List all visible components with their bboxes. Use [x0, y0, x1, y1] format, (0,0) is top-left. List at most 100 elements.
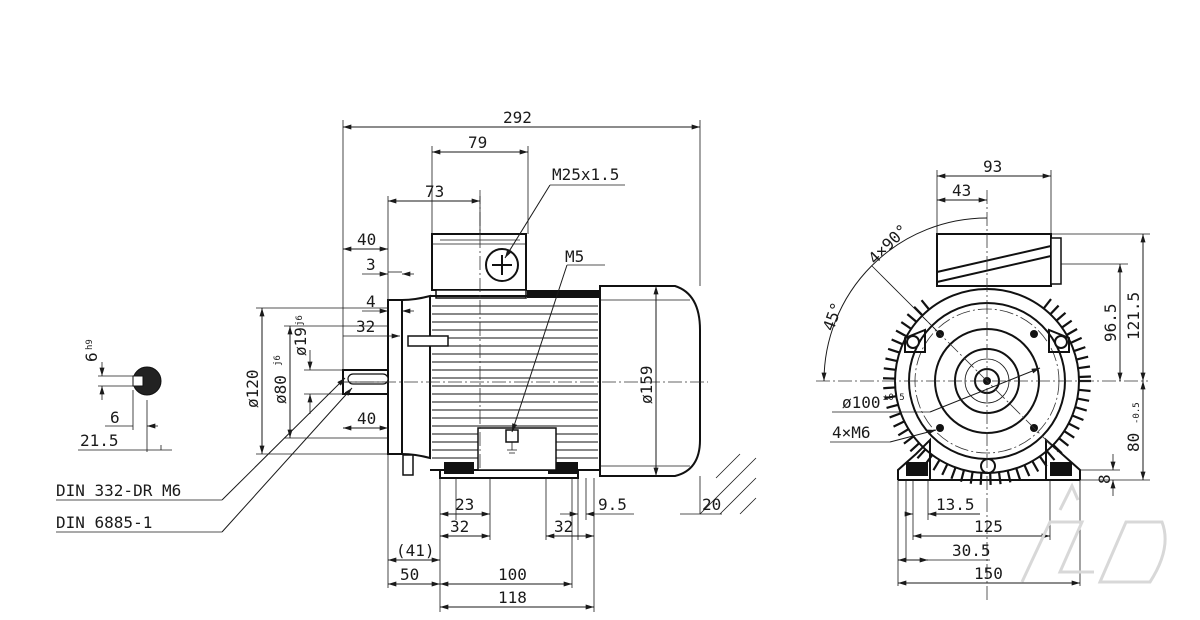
front-fin	[897, 428, 910, 437]
front-fin	[1015, 467, 1022, 480]
flange-pcd-label: ø100	[842, 393, 881, 412]
front-fin	[885, 357, 898, 363]
height-96-5-label: 96.5	[1101, 303, 1120, 342]
spigot-dia-label: ø80	[271, 375, 290, 404]
front-fin	[941, 463, 949, 476]
front-fin	[913, 306, 924, 317]
spigot-tol: j6	[273, 355, 283, 366]
front-fin	[1078, 388, 1091, 393]
terminal-box-offset-label: 73	[425, 182, 444, 201]
front-fin	[1070, 336, 1083, 344]
front-fin	[1042, 298, 1052, 310]
angle-45-label: 45°	[819, 300, 847, 334]
front-fin	[950, 467, 957, 480]
body-dia-label: ø159	[637, 365, 656, 404]
front-fin	[1073, 346, 1086, 353]
front-fin	[900, 321, 912, 330]
front-fin	[893, 420, 905, 428]
front-fin	[889, 412, 902, 419]
foot-30-5-label: 30.5	[952, 541, 991, 560]
front-fin	[1077, 397, 1090, 402]
cable-gland-label: M25x1.5	[552, 165, 619, 184]
dim-40-shaft: 40	[357, 409, 376, 428]
front-fin	[932, 459, 941, 471]
shaft-dia-label: ø19	[291, 327, 310, 356]
key-height-label: 21.5	[80, 431, 119, 450]
keyway-width-label: 6	[82, 352, 101, 362]
dim-8-label: 8	[1095, 474, 1114, 484]
front-fin	[1049, 304, 1060, 316]
front-fin	[884, 395, 897, 400]
front-fin	[916, 448, 927, 460]
foot-150-label: 150	[974, 564, 1003, 583]
dim-40-top: 40	[357, 230, 376, 249]
shaft-height-tol: -0.5	[1132, 402, 1142, 424]
front-fin	[1023, 464, 1031, 477]
note-din-6885: DIN 6885-1	[56, 513, 152, 532]
front-fin	[1074, 406, 1088, 412]
height-121-5-label: 121.5	[1124, 292, 1143, 340]
front-fins	[883, 298, 1091, 485]
front-fin	[903, 435, 915, 445]
foot-32-right-label: 32	[554, 517, 573, 536]
overall-length-label: 292	[503, 108, 532, 127]
front-fin	[969, 471, 974, 484]
angle-4x90-label: 4×90°	[864, 220, 911, 267]
ground-hatch	[699, 453, 757, 515]
foot-32-left-label: 32	[450, 517, 469, 536]
front-view: 93 43 4×90° 45° 96.5 121.5 80 -0.5 8 ø10…	[816, 157, 1150, 600]
note-din-332: DIN 332-DR M6	[56, 481, 181, 500]
front-fin	[1068, 422, 1080, 430]
foot-20-label: 20	[702, 495, 721, 514]
dim-4: 4	[366, 292, 376, 311]
shaft-height-label: 80	[1124, 433, 1143, 452]
front-fin	[1078, 375, 1091, 379]
front-fin	[887, 347, 900, 354]
front-fin	[997, 472, 1002, 485]
watermark-logo	[1020, 482, 1167, 584]
front-fin	[1066, 328, 1078, 336]
front-fin	[1076, 355, 1089, 361]
shaft-section-view: 6 h9 6 21.5	[78, 339, 172, 452]
front-fin	[891, 338, 904, 346]
front-fin	[979, 472, 983, 485]
front-fin	[920, 299, 930, 311]
flange-pcd-tol: ±0.5	[883, 393, 905, 403]
dim-50-label: 50	[400, 565, 419, 584]
front-fin	[1055, 311, 1067, 322]
dim-118-label: 118	[498, 588, 527, 607]
dim-32-spigot: 32	[356, 317, 375, 336]
front-fin	[1071, 414, 1084, 421]
front-fin	[909, 442, 920, 453]
foot-9-5-label: 9.5	[598, 495, 627, 514]
fan-cover	[599, 285, 701, 477]
foot-13-5-label: 13.5	[936, 495, 975, 514]
front-fin	[883, 367, 896, 371]
dim-41-label: (41)	[396, 541, 435, 560]
earth-thread-label: M5	[565, 247, 584, 266]
front-fin	[1077, 365, 1091, 370]
front-fin	[886, 403, 899, 409]
keyway-width-tol: h9	[85, 339, 95, 350]
terminal-box-width-label: 79	[468, 133, 487, 152]
front-fin	[906, 313, 918, 323]
front-fin	[1063, 430, 1075, 439]
front-fin	[895, 329, 908, 338]
front-fin	[1058, 437, 1070, 447]
dim-100-label: 100	[498, 565, 527, 584]
foot-23-label: 23	[455, 495, 474, 514]
side-flange	[387, 299, 403, 455]
front-fin	[1061, 319, 1073, 329]
shaft-tol: j6	[295, 315, 305, 326]
keyway	[132, 375, 144, 387]
side-shaft-key	[347, 373, 389, 385]
front-fin	[1045, 450, 1056, 461]
foot-125-label: 125	[974, 517, 1003, 536]
side-view: 292 79 73 M25x1.5 M5 40 3 4 32	[56, 108, 757, 612]
key-depth-label: 6	[110, 408, 120, 427]
flange-holes-label: 4×M6	[832, 423, 871, 442]
dim-3: 3	[366, 255, 376, 274]
flange-dia-label: ø120	[243, 369, 262, 408]
front-box-width-label: 93	[983, 157, 1002, 176]
